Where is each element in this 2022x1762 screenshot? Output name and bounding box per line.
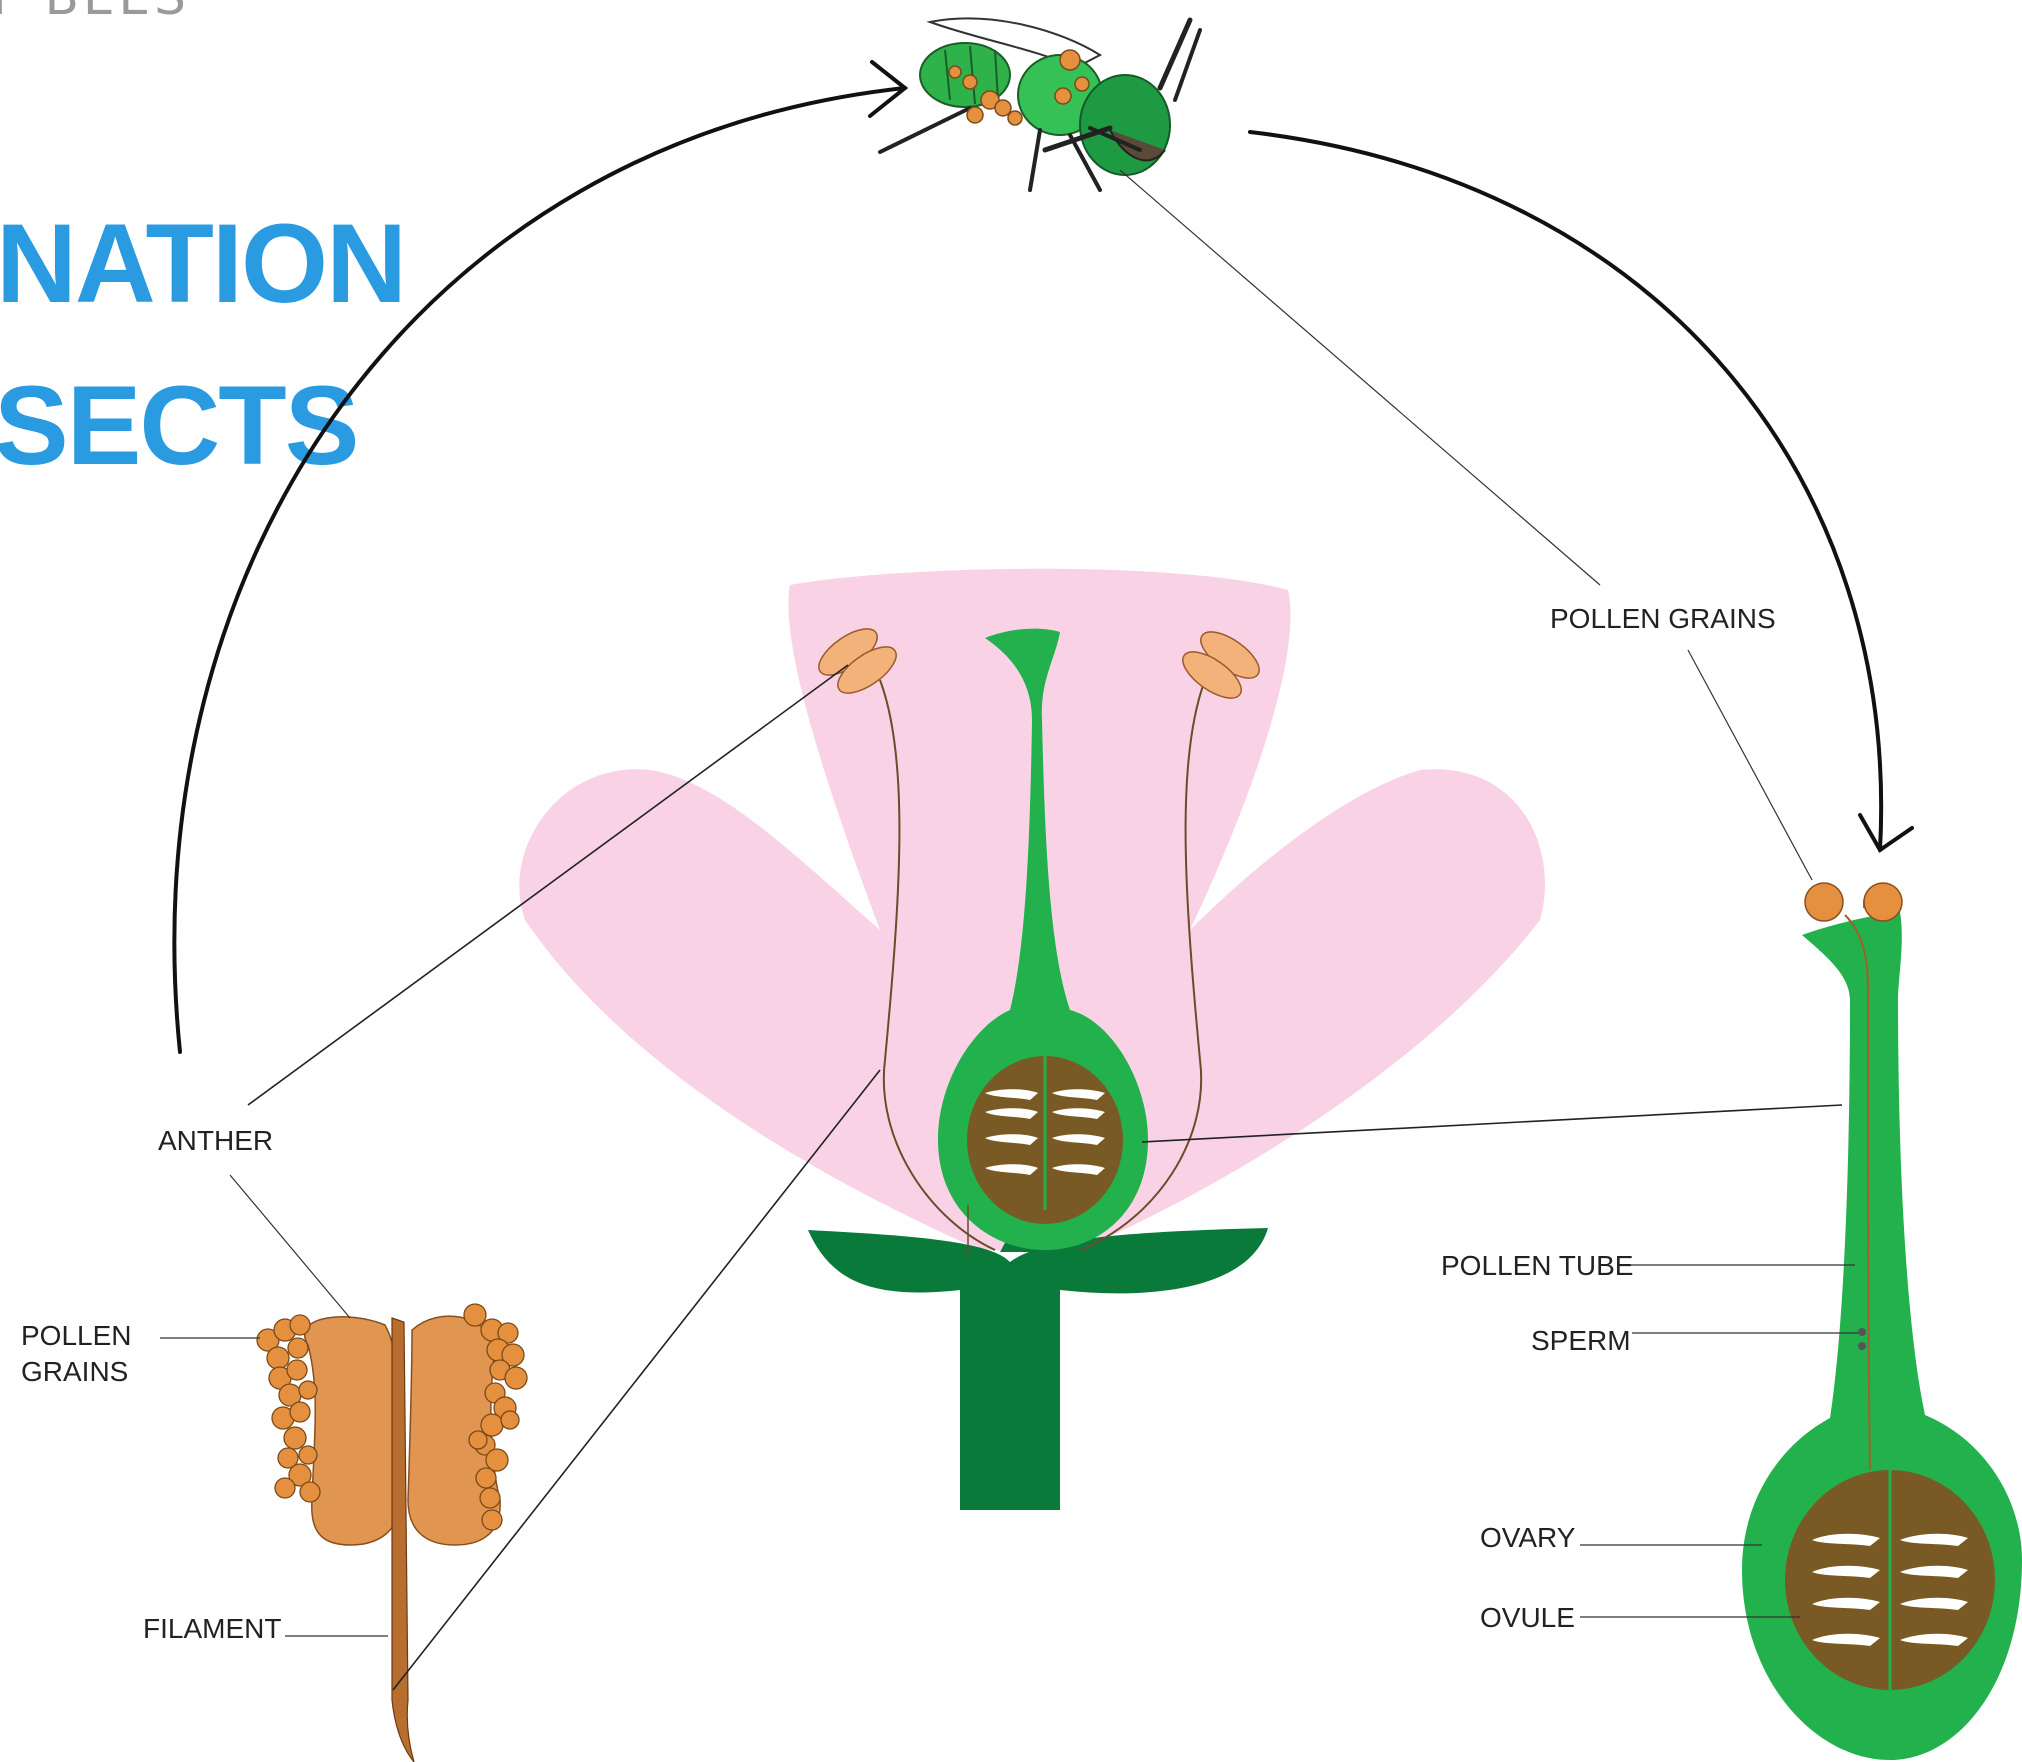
flower-icon <box>519 569 1545 1510</box>
title-line2-fragment: SECTS <box>0 363 357 488</box>
label-pollen-grains-right: POLLEN GRAINS <box>1550 603 1776 634</box>
label-ovule: OVULE <box>1480 1602 1575 1633</box>
stamen-icon <box>257 1304 527 1762</box>
pistil-icon <box>1742 883 2022 1760</box>
label-sperm: SPERM <box>1531 1325 1631 1356</box>
label-pollen-grains-left-line2: GRAINS <box>21 1356 128 1387</box>
title-line1-fragment: NATION <box>0 201 405 326</box>
label-ovary: OVARY <box>1480 1522 1576 1553</box>
label-filament: FILAMENT <box>143 1613 281 1644</box>
label-pollen-tube: POLLEN TUBE <box>1441 1250 1633 1281</box>
arrowhead-pistil-icon <box>1860 815 1912 850</box>
arrow-to-pistil <box>1250 132 1881 850</box>
bee-icon <box>880 18 1200 190</box>
title-top-fragment: F BEES <box>0 0 190 26</box>
label-anther: ANTHER <box>158 1125 273 1156</box>
label-pollen-grains-left-line1: POLLEN <box>21 1320 132 1351</box>
